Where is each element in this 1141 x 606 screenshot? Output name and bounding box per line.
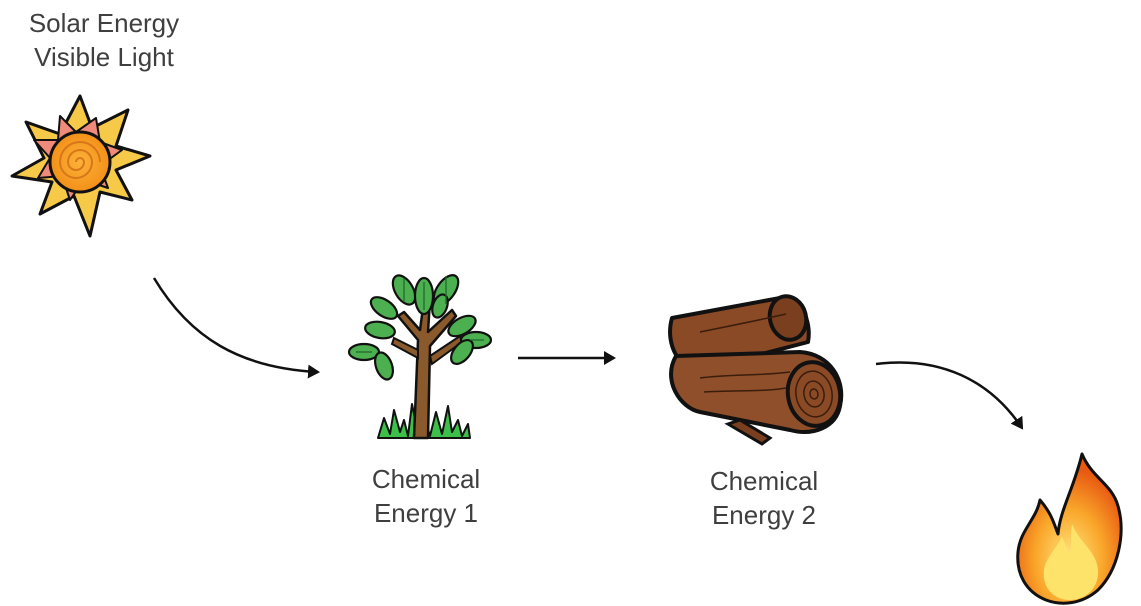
chem1-label-line-1: Chemical <box>371 464 481 494</box>
logs-icon <box>668 294 844 446</box>
arrow-logs-to-fire <box>875 361 1024 430</box>
solar-label-line-2: Visible Light <box>34 42 174 72</box>
chem2-label-line-2: Energy 2 <box>711 500 817 530</box>
fire-icon <box>1016 452 1123 605</box>
chemical-energy-1-label: Chemical Energy 1 <box>336 462 516 530</box>
arrow-sun-to-tree <box>152 277 320 379</box>
chem1-label-line-2: Energy 1 <box>373 498 479 528</box>
sun-icon <box>10 94 152 238</box>
chem2-label-line-1: Chemical <box>709 466 819 496</box>
solar-label-line-1: Solar Energy <box>28 8 180 38</box>
solar-energy-label: Solar Energy Visible Light <box>14 6 194 74</box>
tree-icon <box>347 274 493 440</box>
chemical-energy-2-label: Chemical Energy 2 <box>674 464 854 532</box>
